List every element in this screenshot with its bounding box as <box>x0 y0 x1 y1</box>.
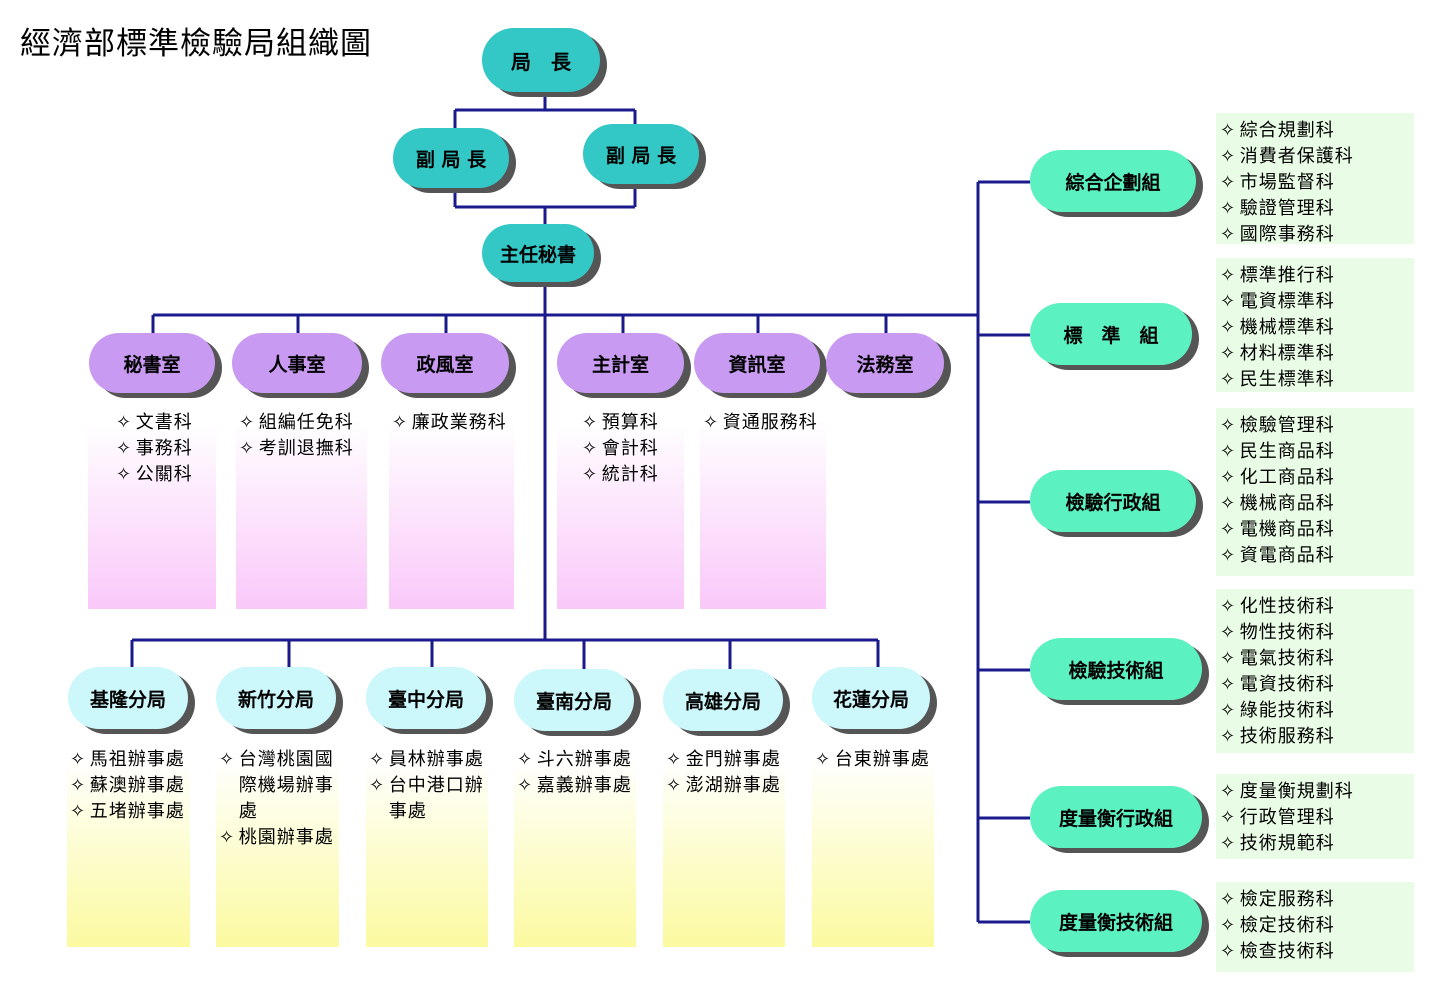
list-item: ✧技術服務科 <box>1220 726 1335 747</box>
list-item: ✧台灣桃園國際機場辦事處 <box>219 749 334 822</box>
group-list-inspection-admin: ✧檢驗管理科 ✧民生商品科 ✧化工商品科 ✧機械商品科 ✧電機商品科 ✧資電商品… <box>1216 408 1414 576</box>
list-item: ✧馬祖辦事處 <box>70 749 185 770</box>
list-item: ✧物性技術科 <box>1220 622 1335 643</box>
list-item: ✧統計科 <box>582 464 659 485</box>
list-item: ✧事務科 <box>116 438 193 459</box>
group-list-metrology-admin: ✧度量衡規劃科 ✧行政管理科 ✧技術規範科 <box>1216 774 1414 859</box>
group-node-metrology-tech: 度量衡技術組 <box>1030 890 1202 952</box>
list-item: ✧市場監督科 <box>1220 172 1335 193</box>
list-item: ✧電資技術科 <box>1220 674 1335 695</box>
deputy-director-node: 副 局 長 <box>583 124 699 184</box>
office-node-legal: 法務室 <box>826 333 944 393</box>
list-item: ✧斗六辦事處 <box>517 749 632 770</box>
list-item: ✧電氣技術科 <box>1220 648 1335 669</box>
list-item: ✧機械標準科 <box>1220 317 1335 338</box>
list-item: ✧消費者保護科 <box>1220 146 1354 167</box>
group-node-standards: 標 準 組 <box>1030 303 1192 365</box>
branch-list-hsinchu: ✧台灣桃園國際機場辦事處 ✧桃園辦事處 <box>216 742 339 947</box>
list-item: ✧考訓退撫科 <box>239 438 354 459</box>
group-list-planning: ✧綜合規劃科 ✧消費者保護科 ✧市場監督科 ✧驗證管理科 ✧國際事務科 <box>1216 113 1414 245</box>
list-item: ✧綜合規劃科 <box>1220 120 1335 141</box>
list-item: ✧檢查技術科 <box>1220 941 1335 962</box>
list-item: ✧資電商品科 <box>1220 545 1335 566</box>
list-item: ✧資通服務科 <box>703 412 818 433</box>
director-node: 局 長 <box>482 28 600 92</box>
group-node-metrology-admin: 度量衡行政組 <box>1030 786 1202 848</box>
list-item: ✧桃園辦事處 <box>219 827 334 848</box>
branch-node-hualien: 花蓮分局 <box>812 667 930 729</box>
list-item: ✧標準推行科 <box>1220 265 1335 286</box>
list-item: ✧民生商品科 <box>1220 441 1335 462</box>
group-list-inspection-tech: ✧化性技術科 ✧物性技術科 ✧電氣技術科 ✧電資技術科 ✧綠能技術科 ✧技術服務… <box>1216 589 1414 753</box>
list-item: ✧澎湖辦事處 <box>666 775 781 796</box>
group-list-metrology-tech: ✧檢定服務科 ✧檢定技術科 ✧檢查技術科 <box>1216 882 1414 972</box>
deputy-director-node: 副 局 長 <box>393 128 509 188</box>
office-node-secretariat: 秘書室 <box>89 333 215 393</box>
list-item: ✧金門辦事處 <box>666 749 781 770</box>
list-item: ✧化工商品科 <box>1220 467 1335 488</box>
list-item: ✧蘇澳辦事處 <box>70 775 185 796</box>
list-item: ✧員林辦事處 <box>369 749 484 770</box>
list-item: ✧國際事務科 <box>1220 224 1335 245</box>
office-list-personnel: ✧組編任免科 ✧考訓退撫科 <box>236 405 367 609</box>
office-list-ethics: ✧廉政業務科 <box>389 405 514 609</box>
group-node-inspection-tech: 檢驗技術組 <box>1030 638 1202 700</box>
list-item: ✧電機商品科 <box>1220 519 1335 540</box>
group-list-standards: ✧標準推行科 ✧電資標準科 ✧機械標準科 ✧材料標準科 ✧民生標準科 <box>1216 258 1414 392</box>
branch-list-taichung: ✧員林辦事處 ✧台中港口辦事處 <box>366 742 488 947</box>
branch-node-keelung: 基隆分局 <box>68 667 188 729</box>
list-item: ✧五堵辦事處 <box>70 801 185 822</box>
list-item: ✧檢驗管理科 <box>1220 415 1335 436</box>
branch-node-kaohsiung: 高雄分局 <box>663 669 783 731</box>
office-node-accounting: 主計室 <box>557 333 684 393</box>
list-item: ✧度量衡規劃科 <box>1220 781 1354 802</box>
branch-list-hualien: ✧台東辦事處 <box>812 742 934 947</box>
office-node-information: 資訊室 <box>694 333 820 393</box>
group-node-planning: 綜合企劃組 <box>1030 150 1196 212</box>
list-item: ✧台中港口辦事處 <box>369 775 484 822</box>
list-item: ✧台東辦事處 <box>815 749 930 770</box>
branch-list-tainan: ✧斗六辦事處 ✧嘉義辦事處 <box>514 742 636 947</box>
list-item: ✧化性技術科 <box>1220 596 1335 617</box>
list-item: ✧驗證管理科 <box>1220 198 1335 219</box>
list-item: ✧材料標準科 <box>1220 343 1335 364</box>
chart-title: 經濟部標準檢驗局組織圖 <box>20 26 372 62</box>
office-node-personnel: 人事室 <box>232 333 362 393</box>
list-item: ✧預算科 <box>582 412 659 433</box>
office-list-secretariat: ✧文書科 ✧事務科 ✧公關科 <box>88 405 216 609</box>
branch-list-keelung: ✧馬祖辦事處 ✧蘇澳辦事處 ✧五堵辦事處 <box>67 742 190 947</box>
list-item: ✧會計科 <box>582 438 659 459</box>
list-item: ✧文書科 <box>116 412 193 433</box>
branch-node-taichung: 臺中分局 <box>366 667 486 729</box>
list-item: ✧電資標準科 <box>1220 291 1335 312</box>
list-item: ✧技術規範科 <box>1220 833 1335 854</box>
list-item: ✧機械商品科 <box>1220 493 1335 514</box>
chief-secretary-node: 主任秘書 <box>482 224 594 282</box>
list-item: ✧嘉義辦事處 <box>517 775 632 796</box>
list-item: ✧廉政業務科 <box>392 412 507 433</box>
list-item: ✧民生標準科 <box>1220 369 1335 390</box>
list-item: ✧組編任免科 <box>239 412 354 433</box>
list-item: ✧綠能技術科 <box>1220 700 1335 721</box>
list-item: ✧檢定服務科 <box>1220 889 1335 910</box>
list-item: ✧公關科 <box>116 464 193 485</box>
group-node-inspection-admin: 檢驗行政組 <box>1030 470 1196 532</box>
branch-list-kaohsiung: ✧金門辦事處 ✧澎湖辦事處 <box>663 742 785 947</box>
branch-node-hsinchu: 新竹分局 <box>216 667 336 729</box>
branch-node-tainan: 臺南分局 <box>514 669 634 731</box>
office-list-accounting: ✧預算科 ✧會計科 ✧統計科 <box>557 405 684 609</box>
list-item: ✧檢定技術科 <box>1220 915 1335 936</box>
office-node-ethics: 政風室 <box>381 333 509 393</box>
list-item: ✧行政管理科 <box>1220 807 1335 828</box>
office-list-information: ✧資通服務科 <box>700 405 826 609</box>
